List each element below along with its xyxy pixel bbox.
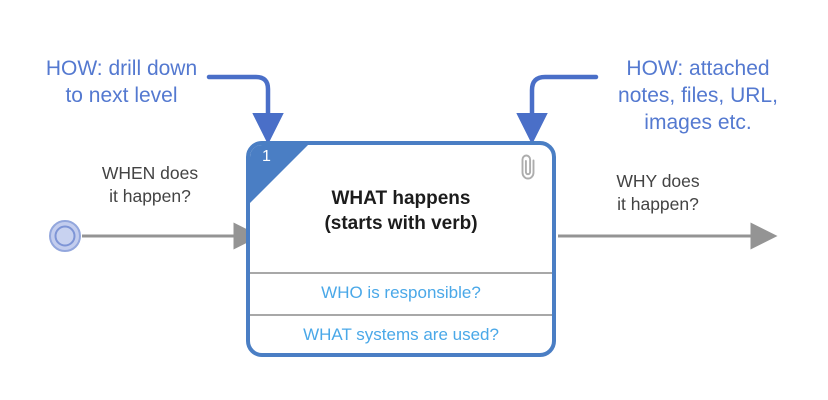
card-row-who-text: WHO is responsible? xyxy=(321,283,481,302)
flow-label-when: WHEN does it happen? xyxy=(101,163,199,207)
task-card[interactable]: 1 WHAT happens (starts with verb) WHO is… xyxy=(246,141,556,357)
card-row-what-systems[interactable]: WHAT systems are used? xyxy=(250,314,552,353)
card-number-label: 1 xyxy=(262,148,271,165)
callout-label-drill-down: HOW: drill down to next level xyxy=(45,57,198,107)
card-main-text: WHAT happens (starts with verb) xyxy=(324,187,478,234)
card-main-area: WHAT happens (starts with verb) xyxy=(250,145,552,272)
card-row-what-systems-text: WHAT systems are used? xyxy=(303,325,499,344)
card-row-who[interactable]: WHO is responsible? xyxy=(250,272,552,312)
callout-label-attachments: HOW: attached notes, files, URL, images … xyxy=(618,57,778,134)
paperclip-icon[interactable] xyxy=(518,153,540,181)
start-event-circle xyxy=(49,220,81,252)
flow-label-why: WHY does it happen? xyxy=(616,171,700,215)
drill-down-corner-triangle[interactable] xyxy=(250,145,308,203)
